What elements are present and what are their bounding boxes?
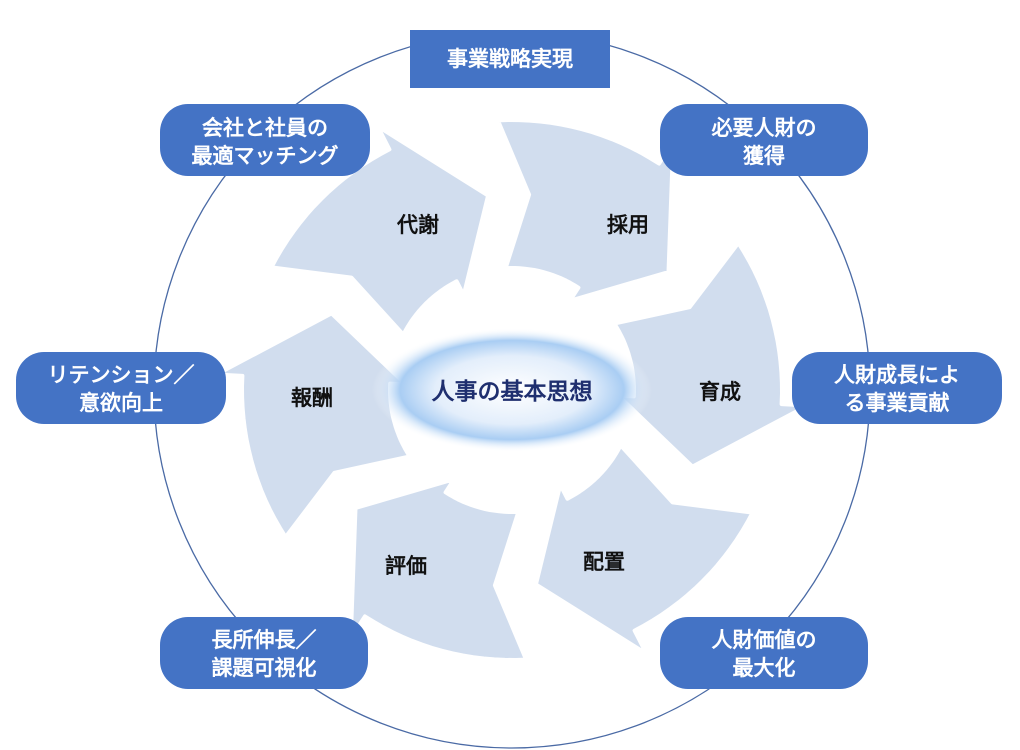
stage-label-assign: 配置 (583, 550, 625, 574)
stage-label-reward: 報酬 (291, 386, 333, 410)
cycle-arrow-dispose (269, 124, 491, 337)
cycle-arrow-hire (495, 118, 676, 303)
outcome-bottom-left-line1: 長所伸長／ (212, 628, 317, 652)
outcome-top-line1: 事業戦略実現 (447, 47, 573, 71)
outcome-right: 人財成長によ る事業貢献 (792, 352, 1002, 424)
outcome-bottom-right: 人財価値の 最大化 (660, 617, 868, 689)
stage-label-dispose: 代謝 (396, 213, 439, 237)
stage-label-develop: 育成 (699, 380, 741, 404)
outcome-left-line2: 意欲向上 (79, 391, 163, 415)
outcome-bottom-left: 長所伸長／ 課題可視化 (160, 617, 368, 689)
stage-label-hire: 採用 (607, 213, 649, 237)
outcome-top-right-line2: 獲得 (743, 144, 785, 168)
outcome-left-line1: リテンション／ (48, 363, 195, 387)
outcome-bottom-right-line1: 人財価値の (712, 628, 817, 652)
outcome-top-left-line1: 会社と社員の (202, 116, 328, 140)
outcome-right-line1: 人財成長によ (834, 363, 960, 387)
outcome-top: 事業戦略実現 (410, 30, 610, 88)
outcome-top-right: 必要人財の 獲得 (660, 104, 868, 176)
outcome-left: リテンション／ 意欲向上 (16, 352, 226, 424)
outcome-bottom-left-line2: 課題可視化 (212, 656, 317, 680)
outcome-top-left-line2: 最適マッチング (192, 144, 339, 168)
stage-label-evaluate: 評価 (385, 554, 427, 578)
outcome-right-line2: る事業貢献 (845, 391, 950, 415)
center-glow (372, 328, 652, 452)
cycle-arrow-evaluate (348, 477, 529, 662)
outcome-top-right-line1: 必要人財の (712, 116, 817, 140)
cycle-arrow-assign (533, 443, 755, 656)
outcome-bottom-right-line2: 最大化 (733, 656, 796, 680)
outcome-top-left: 会社と社員の 最適マッチング (160, 104, 370, 176)
cycle-arrows (214, 118, 810, 662)
center-label: 人事の基本思想 (432, 379, 593, 405)
